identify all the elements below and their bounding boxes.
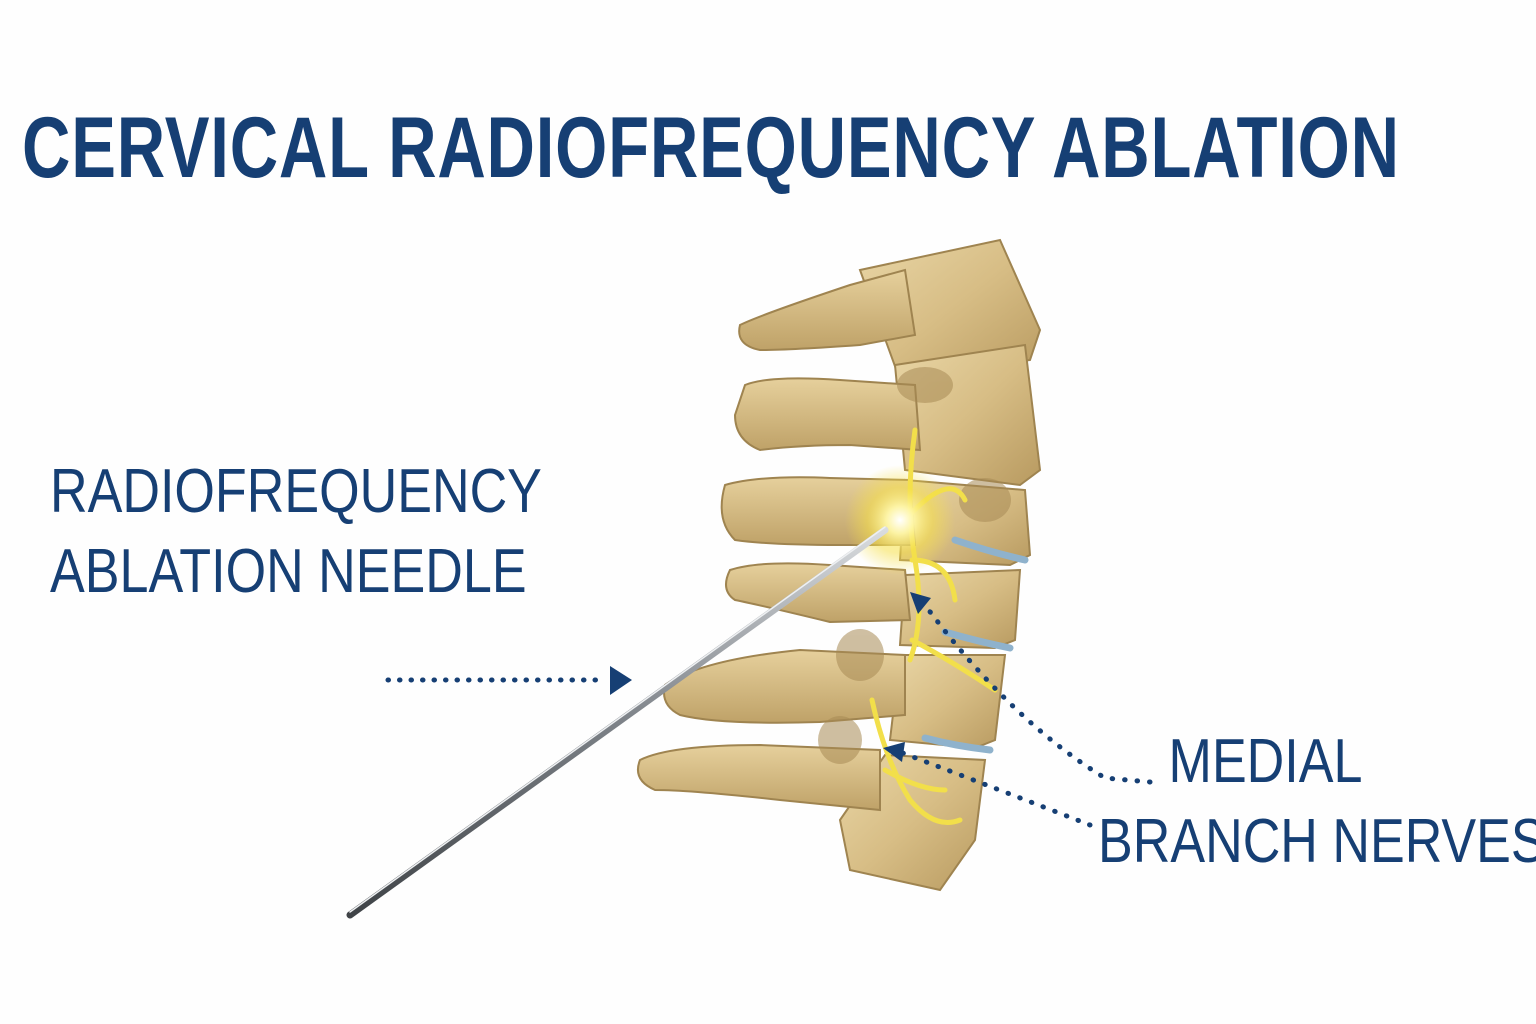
ablation-glow xyxy=(845,465,955,575)
needle-pointer-arrow xyxy=(385,666,632,695)
articular-pillars xyxy=(818,367,1011,764)
page-title: CERVICAL RADIOFREQUENCY ABLATION xyxy=(22,100,1400,196)
needle-label: RADIOFREQUENCY ABLATION NEEDLE xyxy=(50,452,542,612)
ablation-needle xyxy=(346,526,889,919)
nerves-label: MEDIAL BRANCH NERVES xyxy=(1098,722,1536,882)
needle-label-line1: RADIOFREQUENCY xyxy=(50,457,542,526)
needle-label-line2: ABLATION NEEDLE xyxy=(50,537,527,606)
nerves-label-line2: BRANCH NERVES xyxy=(1098,807,1536,876)
nerves-label-line1: MEDIAL xyxy=(1168,727,1363,796)
nerve-pointer-arrows xyxy=(883,592,1153,828)
intervertebral-discs xyxy=(921,536,1029,754)
